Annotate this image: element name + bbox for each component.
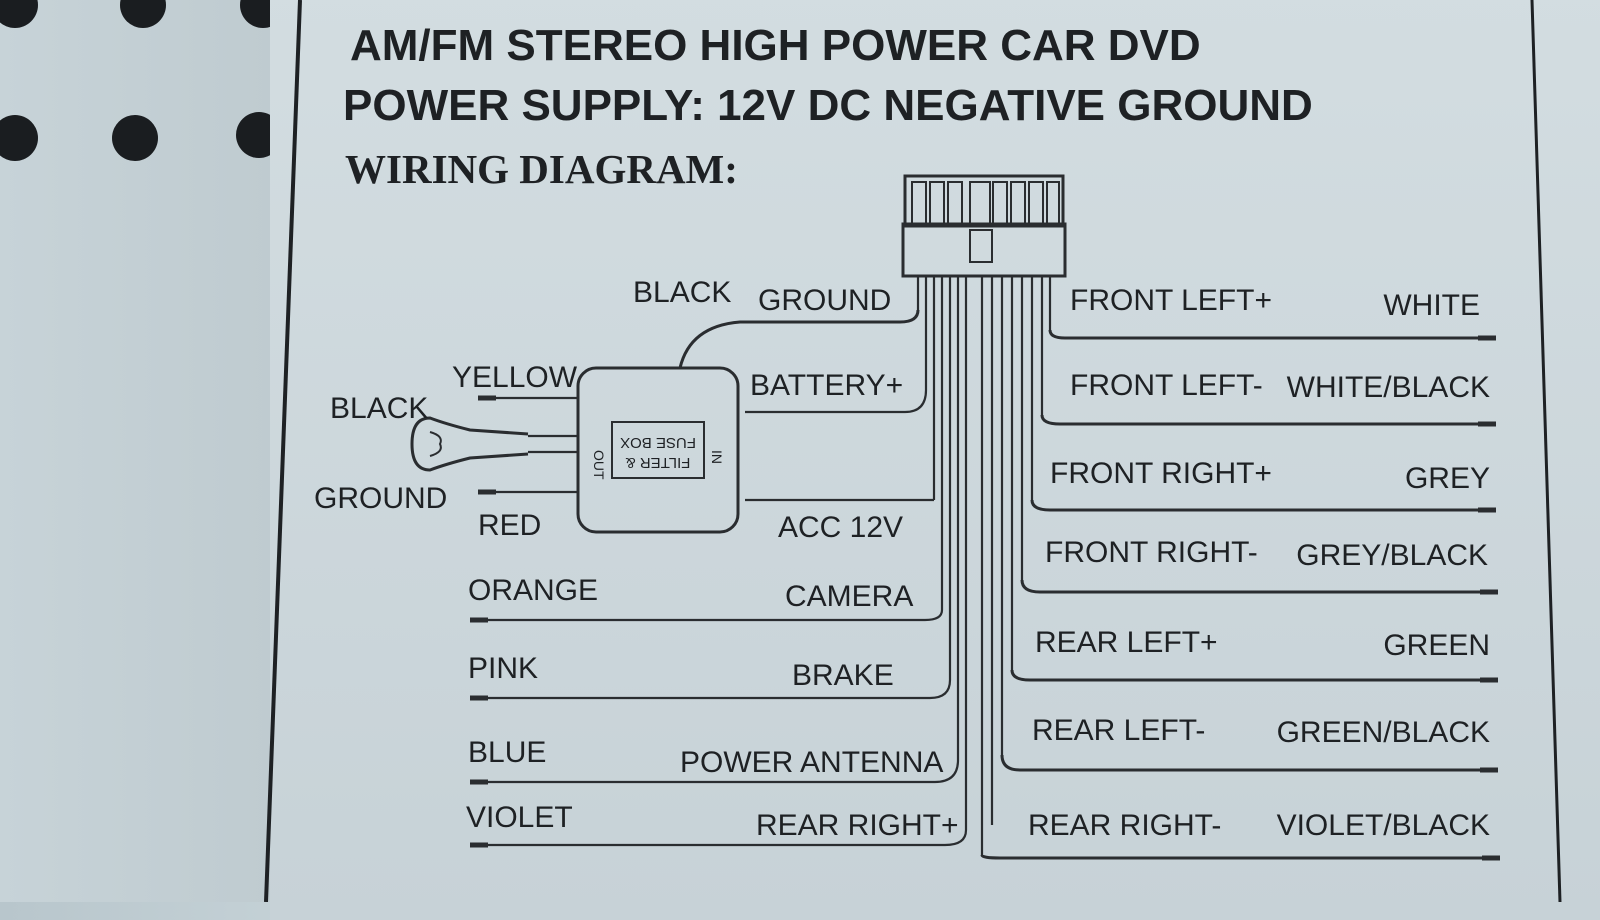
- wire-function-label: ACC 12V: [778, 511, 903, 544]
- fuse-box-label-line2: FUSE BOX: [620, 434, 696, 451]
- wire-color-label: BLUE: [468, 736, 546, 769]
- front-right-plus-wire: [1030, 499, 1490, 512]
- ground-wire: [678, 309, 920, 369]
- fuse-box-label-line1: FILTER &: [626, 454, 691, 471]
- front-left-minus-wire: [1040, 414, 1490, 426]
- wire-color-label: ORANGE: [468, 574, 598, 607]
- frame-right-edge: [1530, 0, 1562, 902]
- panel-hole: [112, 115, 158, 161]
- wire-function-label: FRONT LEFT+: [1070, 284, 1272, 317]
- wire-color-label: GREEN/BLACK: [1277, 716, 1490, 749]
- wire-color-label: PINK: [468, 652, 538, 685]
- wire-function-label: FRONT RIGHT-: [1045, 536, 1258, 569]
- wire-function-label: BRAKE: [792, 659, 894, 692]
- power-supply-spec: POWER SUPPLY: 12V DC NEGATIVE GROUND: [343, 81, 1313, 130]
- wire-color-label: WHITE/BLACK: [1287, 371, 1490, 404]
- wire-function-label: POWER ANTENNA: [680, 746, 943, 779]
- front-left-plus-wire: [1048, 329, 1490, 340]
- fuse-box-out-label: OUT: [591, 450, 607, 480]
- wire-color-label: GREEN: [1383, 629, 1490, 662]
- wire-color-label: VIOLET: [466, 801, 573, 834]
- product-title: AM/FM STEREO HIGH POWER CAR DVD: [350, 21, 1201, 70]
- wire-color-label: BLACK: [633, 276, 731, 309]
- wire-function-label: REAR RIGHT+: [756, 809, 959, 842]
- wiring-diagram-heading: WIRING DIAGRAM:: [345, 146, 738, 192]
- rear-right-minus-wire: [980, 854, 1494, 860]
- wire-color-label: RED: [478, 509, 541, 542]
- antenna-wire: [475, 759, 960, 784]
- wire-color-label: WHITE: [1383, 289, 1480, 322]
- front-right-minus-wire: [1020, 579, 1492, 594]
- panel-hole: [0, 115, 38, 161]
- perforated-panel: [0, 0, 286, 902]
- brake-wire: [475, 679, 952, 700]
- rear-left-plus-wire: [1010, 669, 1492, 682]
- wire-function-label: REAR LEFT+: [1035, 626, 1218, 659]
- wire-function-label: REAR RIGHT-: [1028, 809, 1221, 842]
- ring-terminal: [410, 416, 529, 472]
- wire-color-label: YELLOW: [452, 361, 578, 394]
- lug-function-label: GROUND: [314, 482, 447, 515]
- wire-function-label: FRONT RIGHT+: [1050, 457, 1272, 490]
- wire-color-label: GREY/BLACK: [1296, 539, 1488, 572]
- frame-left-edge: [264, 0, 302, 902]
- wiring-harness-connector: [901, 174, 1067, 278]
- wire-color-label: VIOLET/BLACK: [1277, 809, 1490, 842]
- wire-function-label: GROUND: [758, 284, 891, 317]
- wire-color-label: GREY: [1405, 462, 1490, 495]
- black-ground-wire: [528, 434, 578, 454]
- fuse-box-in-label: IN: [709, 450, 725, 464]
- wire-function-label: BATTERY+: [750, 369, 903, 402]
- filter-fuse-box: FILTER & FUSE BOX IN OUT: [410, 366, 740, 534]
- camera-wire: [475, 609, 944, 622]
- wire-function-label: REAR LEFT-: [1032, 714, 1205, 747]
- rear-left-minus-wire: [1000, 754, 1492, 772]
- rear-right-plus-wire: [475, 829, 968, 847]
- left-wiring: [470, 309, 968, 848]
- wire-function-label: FRONT LEFT-: [1070, 369, 1263, 402]
- right-wiring: [980, 329, 1500, 861]
- lug-color-label: BLACK: [330, 392, 428, 425]
- battery-wire: [745, 389, 928, 414]
- wire-function-label: CAMERA: [785, 580, 913, 613]
- wire-bundle: [916, 276, 1052, 855]
